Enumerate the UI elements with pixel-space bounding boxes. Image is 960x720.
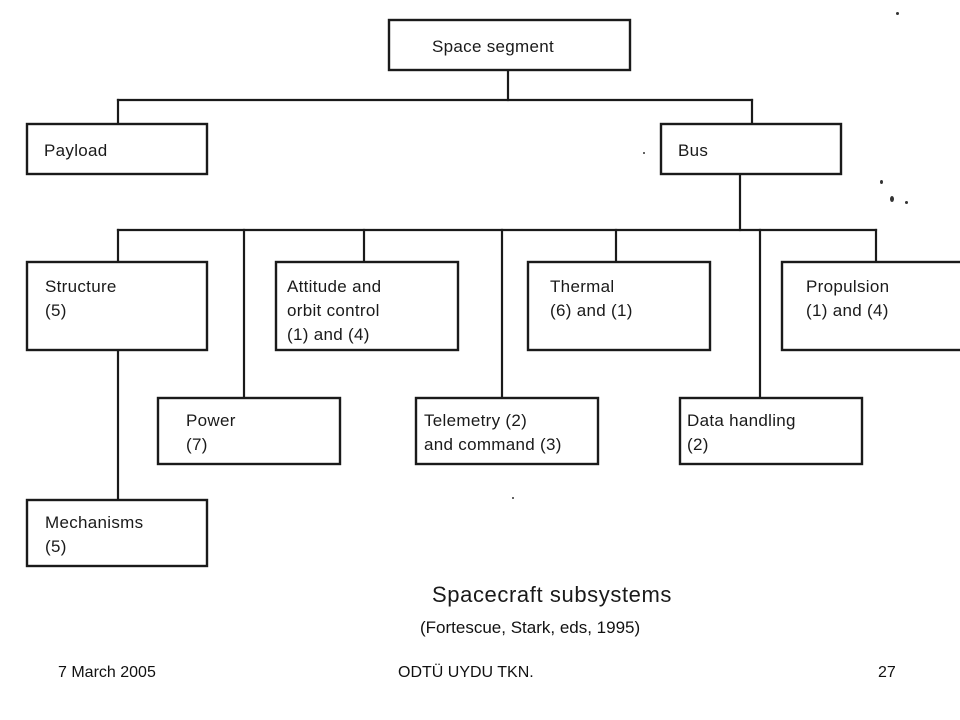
node-bus: Bus: [659, 122, 843, 176]
node-payload: Payload: [25, 122, 209, 176]
node-power: Power (7): [156, 396, 342, 466]
node-label-line: (1) and (4): [287, 325, 370, 344]
node-label-line: Structure: [45, 277, 117, 296]
node-label-line: (5): [45, 537, 67, 556]
figure-source-citation: (Fortescue, Stark, eds, 1995): [420, 618, 641, 637]
node-label-line: (1) and (4): [806, 301, 889, 320]
scan-speck: [896, 12, 899, 15]
node-label: Space segment: [432, 37, 554, 56]
node-label-line: (7): [186, 435, 208, 454]
node-label-line: (5): [45, 301, 67, 320]
node-label-line: Attitude and: [287, 277, 381, 296]
footer-date: 7 March 2005: [58, 664, 156, 681]
scan-speck: [890, 196, 894, 202]
node-label-line: Power: [186, 411, 236, 430]
node-label-line: Telemetry (2): [424, 411, 527, 430]
node-label-line: Mechanisms: [45, 513, 143, 532]
node-label: Payload: [44, 141, 108, 160]
node-thermal: Thermal (6) and (1): [526, 260, 712, 352]
connector-lines: [116, 68, 878, 502]
node-space-segment: Space segment: [387, 18, 632, 72]
node-attitude-orbit-control: Attitude and orbit control (1) and (4): [274, 260, 460, 352]
node-label-line: (2): [687, 435, 709, 454]
node-telemetry-command: Telemetry (2) and command (3): [414, 396, 600, 466]
node-label-line: Propulsion: [806, 277, 889, 296]
node-label: Bus: [678, 141, 708, 160]
footer-page-number: 27: [878, 664, 896, 681]
node-label-line: orbit control: [287, 301, 380, 320]
scan-speck: [643, 152, 645, 154]
node-structure: Structure (5): [25, 260, 209, 352]
node-data-handling: Data handling (2): [678, 396, 864, 466]
node-label-line: Data handling: [687, 411, 796, 430]
node-mechanisms: Mechanisms (5): [25, 498, 209, 568]
scan-speck: [905, 201, 908, 204]
node-propulsion: Propulsion (1) and (4): [780, 260, 960, 352]
scan-speck: [512, 497, 514, 499]
scan-speck: [880, 180, 883, 184]
node-label-line: (6) and (1): [550, 301, 633, 320]
footer-organization: ODTÜ UYDU TKN.: [398, 664, 534, 681]
node-label-line: Thermal: [550, 277, 614, 296]
figure-caption-title: Spacecraft subsystems: [432, 582, 673, 607]
node-label-line: and command (3): [424, 435, 562, 454]
